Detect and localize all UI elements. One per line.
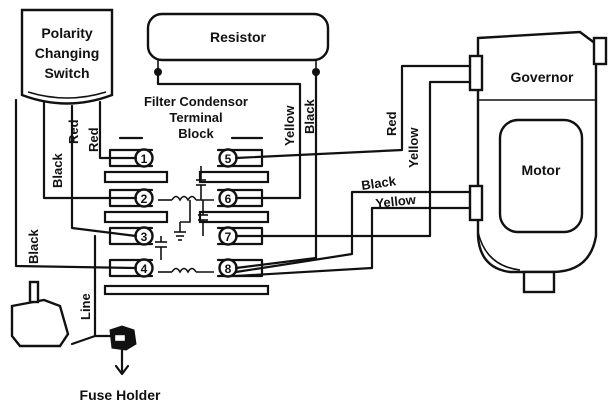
motor-label: Motor	[522, 162, 561, 178]
switch-label-1: Polarity	[41, 25, 93, 41]
fuse-holder-label: Fuse Holder	[80, 387, 161, 403]
label-line: Line	[78, 293, 93, 320]
polarity-changing-switch: Polarity Changing Switch	[20, 8, 114, 105]
terminal-4-number: 4	[141, 262, 148, 276]
label-resistor-yellow: Yellow	[282, 105, 297, 146]
motor-black-wire	[234, 190, 472, 274]
terminal-1-number: 1	[141, 152, 148, 166]
terminal-6: 6	[218, 188, 238, 208]
label-switch-red-2: Red	[86, 127, 101, 152]
label-left-black: Black	[26, 229, 41, 264]
filter-label-3: Block	[178, 126, 214, 141]
resistor-yellow-wire	[156, 70, 302, 200]
switch-red-wire-1	[70, 104, 138, 238]
terminal-7: 7	[218, 226, 238, 246]
plug-icon	[10, 280, 70, 348]
governor-label: Governor	[510, 69, 574, 85]
terminal-8-number: 8	[225, 262, 232, 276]
terminal-8: 8	[218, 258, 238, 278]
terminal-7-number: 7	[225, 230, 232, 244]
motor-yellow-wire	[234, 206, 472, 278]
label-motor-yellow: Yellow	[375, 192, 418, 211]
switch-black-wire	[42, 100, 138, 200]
governor-red-wire	[234, 64, 472, 160]
label-switch-black: Black	[50, 153, 65, 188]
label-resistor-black: Black	[302, 99, 317, 134]
label-switch-red-1: Red	[66, 119, 81, 144]
terminal-2-number: 2	[141, 192, 148, 206]
line-wire	[70, 234, 97, 346]
terminal-5: 5	[218, 148, 238, 168]
terminal-1: 1	[134, 148, 154, 168]
filter-label-2: Terminal	[169, 110, 222, 125]
terminal-5-number: 5	[225, 152, 232, 166]
filter-label-1: Filter Condensor	[144, 94, 248, 109]
terminal-3-number: 3	[141, 230, 148, 244]
terminal-6-number: 6	[225, 192, 232, 206]
label-governor-yellow: Yellow	[406, 127, 421, 168]
resistor: Resistor	[146, 12, 330, 76]
governor-terminal-top	[468, 54, 484, 92]
fuse-holder-icon	[109, 325, 137, 376]
resistor-black-wire	[234, 70, 318, 270]
terminal-3: 3	[134, 226, 154, 246]
terminal-2: 2	[134, 188, 154, 208]
switch-label-3: Switch	[44, 65, 89, 81]
governor-yellow-wire	[234, 80, 472, 238]
motor-terminal	[468, 184, 484, 222]
resistor-label: Resistor	[210, 29, 267, 45]
label-motor-black: Black	[360, 173, 397, 193]
label-governor-red: Red	[384, 111, 399, 136]
switch-red-wire-2	[98, 100, 138, 160]
terminal-4: 4	[134, 258, 154, 278]
filter-block-label: Filter Condensor Terminal Block	[144, 94, 248, 141]
motor-housing	[476, 30, 608, 294]
switch-label-2: Changing	[35, 45, 100, 61]
